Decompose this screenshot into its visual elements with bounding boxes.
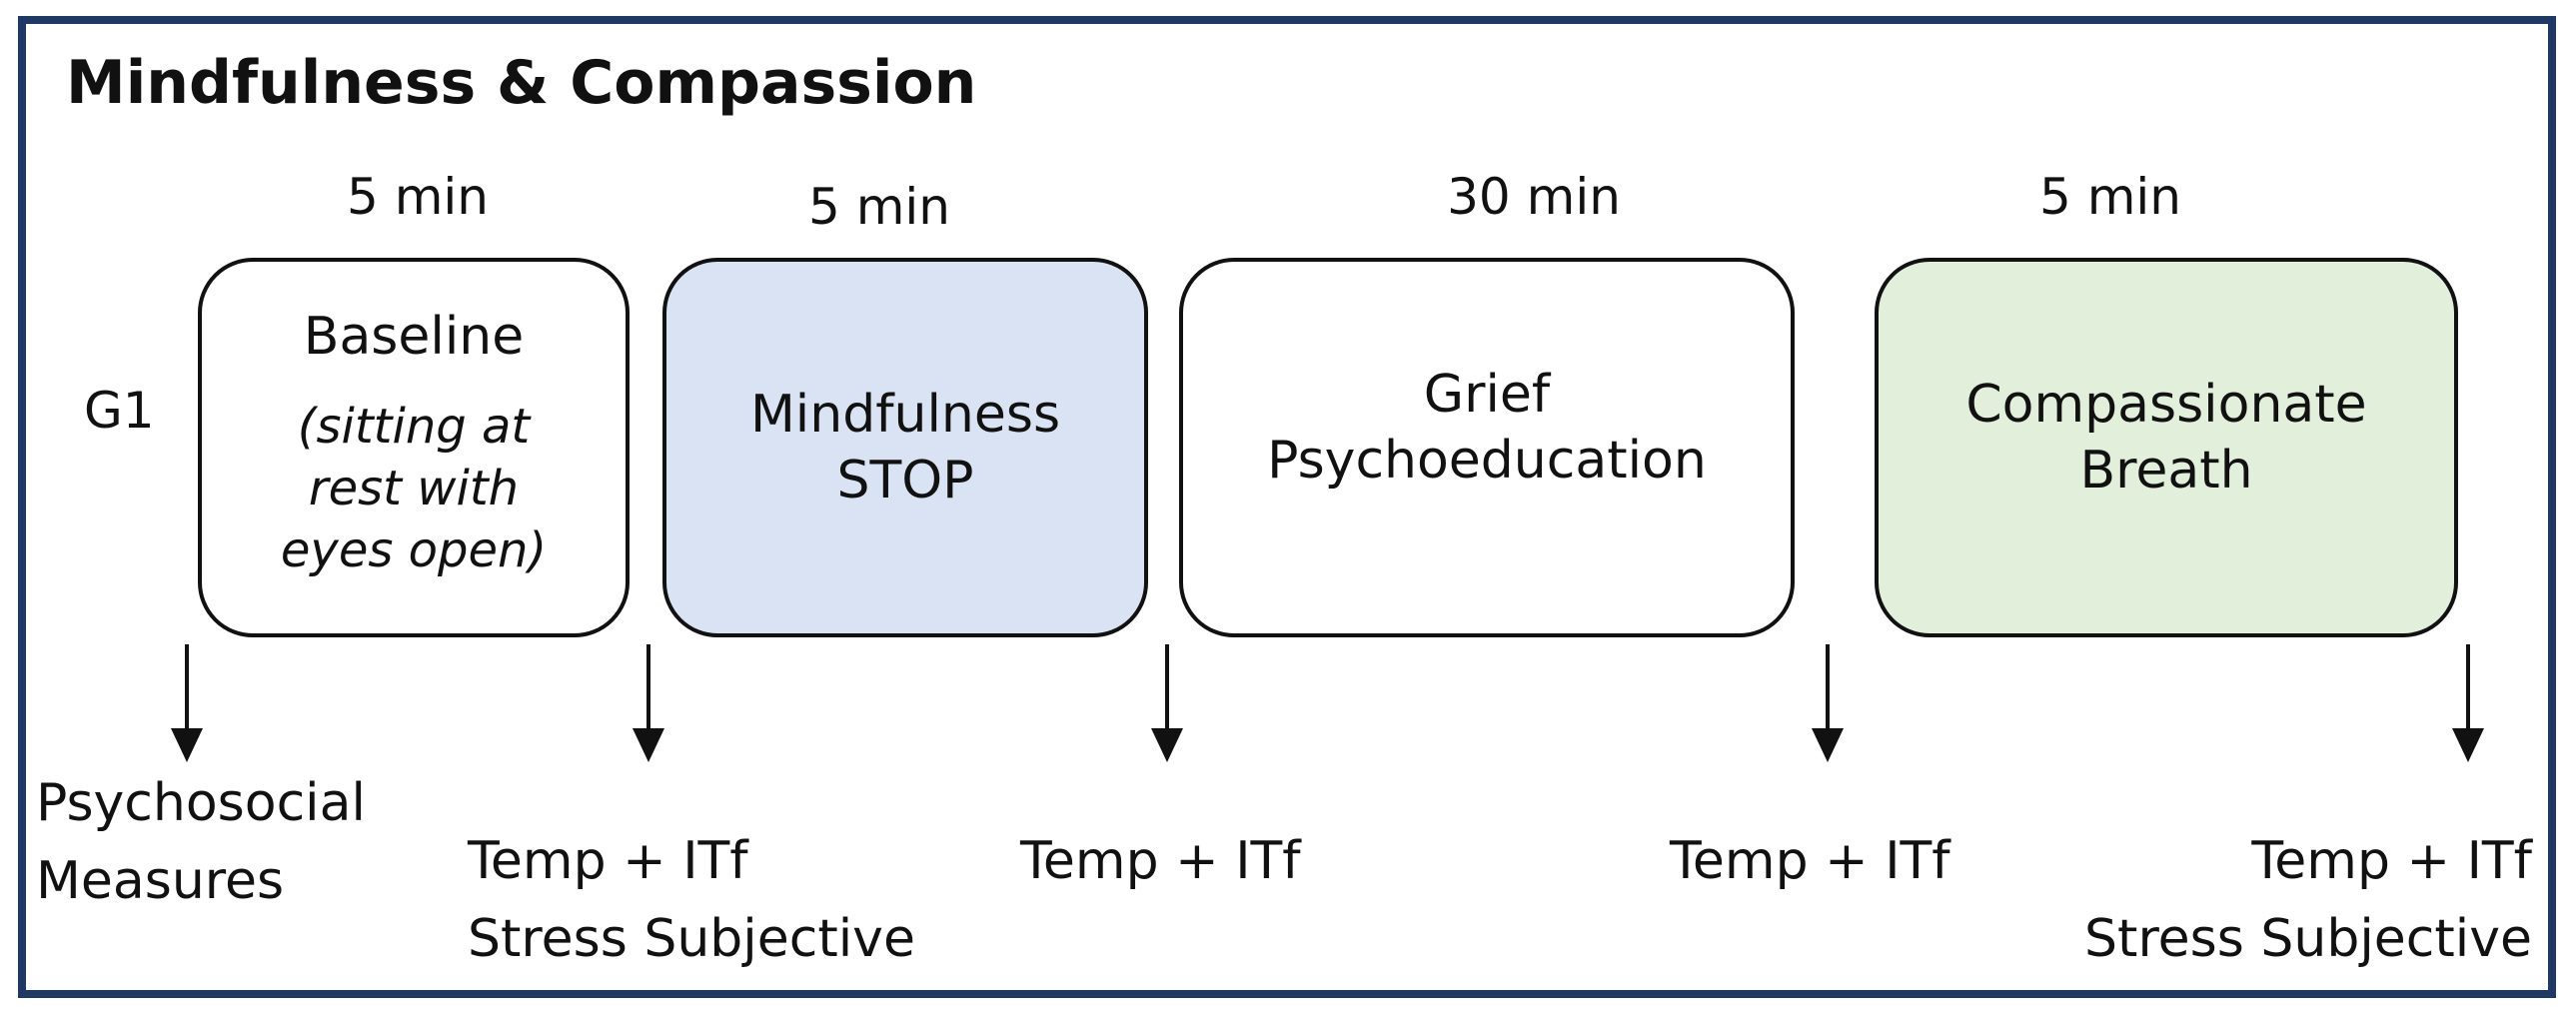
phase-psychoeducation-label: Grief Psychoeducation: [1267, 365, 1707, 491]
measure-psychosocial: Psychosocial Measures: [36, 773, 366, 911]
duration-mindfulness: 5 min: [808, 178, 950, 236]
duration-baseline: 5 min: [347, 168, 489, 226]
phase-psychoeducation-box: Grief Psychoeducation: [1179, 258, 1795, 637]
phase-baseline-label: Baseline: [303, 307, 525, 367]
diagram-frame: [18, 16, 2556, 998]
measure-after-mindfulness: Temp + ITf: [1020, 831, 1301, 891]
diagram-title: Mindfulness & Compassion: [66, 48, 977, 118]
measure-after-psychoeducation: Temp + ITf: [1670, 831, 1950, 891]
measure-after-baseline: Temp + ITf Stress Subjective: [468, 831, 915, 969]
phase-mindfulness-label: Mindfulness STOP: [749, 385, 1061, 510]
down-arrow-icon: [633, 644, 664, 762]
phase-compassion-label: Compassionate Breath: [1965, 375, 2367, 501]
phase-baseline-note: (sitting at rest with eyes open): [280, 399, 548, 578]
duration-psychoeducation: 30 min: [1447, 168, 1621, 226]
phase-compassion-box: Compassionate Breath: [1875, 258, 2458, 637]
phase-baseline-box: Baseline (sitting at rest with eyes open…: [198, 258, 630, 637]
down-arrow-icon: [171, 644, 203, 762]
duration-compassion: 5 min: [2039, 168, 2181, 226]
down-arrow-icon: [1151, 644, 1183, 762]
phase-mindfulness-box: Mindfulness STOP: [662, 258, 1148, 637]
down-arrow-icon: [2452, 644, 2484, 762]
measure-after-compassion: Temp + ITf Stress Subjective: [2084, 831, 2532, 969]
down-arrow-icon: [1812, 644, 1844, 762]
group-label: G1: [84, 382, 155, 440]
